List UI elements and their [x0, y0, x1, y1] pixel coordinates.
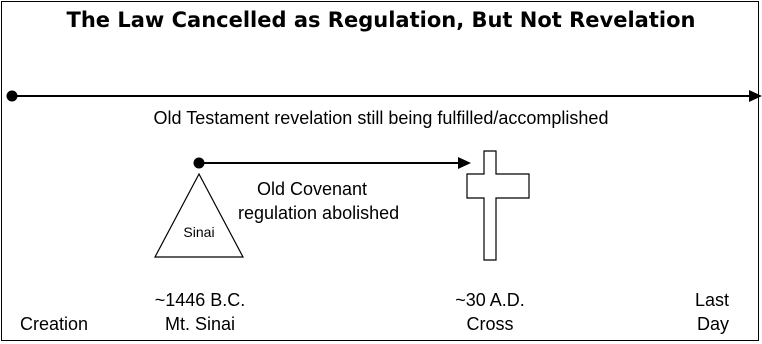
cross-label: Cross [466, 314, 514, 334]
sinai-date-label: ~1446 B.C. [154, 290, 246, 310]
cross-shape [466, 150, 530, 261]
creation-label: Creation [20, 314, 89, 334]
last-day-label-line1: Last [695, 290, 730, 310]
sinai-triangle [154, 172, 244, 258]
cross-date-label: ~30 A.D. [455, 290, 525, 310]
timeline-start-dot [6, 90, 18, 102]
regulation-caption-line1: Old Covenant [256, 179, 368, 199]
regulation-caption-line2: regulation abolished [238, 203, 400, 223]
last-day-label-line2: Day [697, 314, 730, 334]
sinai-triangle-label: Sinai [183, 224, 215, 240]
sinai-place-label: Mt. Sinai [164, 314, 236, 334]
timeline-caption: Old Testament revelation still being ful… [153, 108, 609, 128]
timeline-end-arrowhead [749, 90, 762, 102]
diagram-title: The Law Cancelled as Regulation, But Not… [66, 8, 696, 32]
regulation-arrowhead [458, 157, 471, 169]
regulation-start-dot [193, 157, 205, 169]
